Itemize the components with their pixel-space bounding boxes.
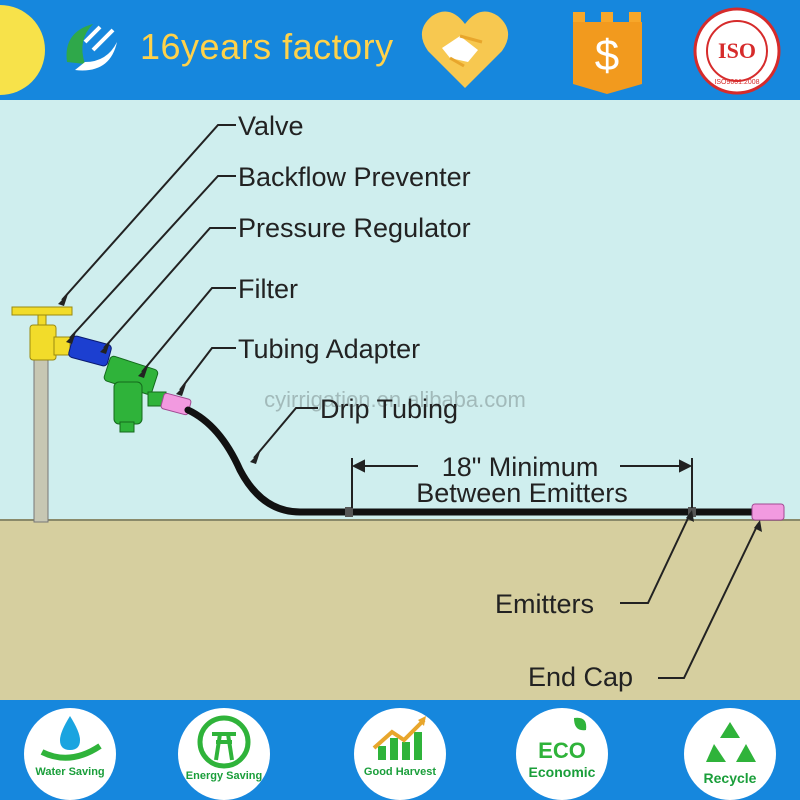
label-valve: Valve: [238, 111, 304, 141]
drip-tubing: [184, 406, 774, 516]
leader-arrowheads: [58, 294, 762, 532]
company-logo-icon: [66, 24, 117, 71]
emitter: [345, 507, 353, 517]
valve-component: [11, 306, 73, 361]
drip-irrigation-diagram: cyirrigation.en.alibaba.com: [0, 100, 800, 700]
badge-economic: ECO Economic: [516, 708, 608, 800]
dollar-symbol: $: [595, 31, 619, 80]
badge-label: Good Harvest: [363, 766, 437, 778]
badge-recycle: Recycle: [684, 708, 776, 800]
label-between-emitters: Between Emitters: [416, 478, 628, 508]
label-drip-tubing: Drip Tubing: [320, 394, 458, 424]
money-bag-icon: $: [573, 12, 642, 94]
label-minimum-spacing: 18" Minimum: [442, 452, 599, 482]
sky-area: [0, 100, 800, 520]
label-pressure-regulator: Pressure Regulator: [238, 213, 471, 243]
badge-water-saving: Water Saving: [24, 708, 116, 800]
iso-certification: ISO9001:2008: [714, 79, 759, 86]
leader-lines: [61, 124, 759, 679]
recycle-icon: [706, 722, 756, 762]
backflow-preventer-component: [68, 335, 112, 367]
benefits-footer: Water Saving Energy Saving Good Harvest …: [0, 700, 800, 800]
badge-label: Recycle: [703, 770, 757, 786]
badge-energy-saving: Energy Saving: [178, 708, 270, 800]
handshake-heart-icon: [421, 11, 509, 88]
eco-text: ECO: [538, 738, 586, 763]
top-banner: 16years factory $ ISO ISO9001:2008: [0, 0, 800, 100]
water-drop-icon: [40, 716, 102, 761]
badge-good-harvest: Good Harvest: [354, 708, 446, 800]
growth-chart-icon: [372, 716, 426, 760]
label-emitters: Emitters: [495, 589, 594, 619]
label-tubing-adapter: Tubing Adapter: [238, 334, 420, 364]
badge-label: Economic: [528, 764, 596, 780]
label-end-cap: End Cap: [528, 662, 633, 692]
end-cap-component: [751, 503, 785, 521]
riser-pipe: [33, 354, 49, 523]
label-backflow-preventer: Backflow Preventer: [238, 162, 471, 192]
badge-label: Water Saving: [35, 766, 105, 778]
spacing-dimension: [351, 458, 693, 508]
sun-decoration: [0, 5, 45, 95]
ground-area: [0, 520, 800, 700]
label-filter: Filter: [238, 274, 298, 304]
banner-title: 16years factory: [140, 26, 394, 67]
iso-seal-icon: ISO ISO9001:2008: [693, 7, 781, 95]
eco-leaf-icon: ECO: [538, 717, 587, 763]
energy-pylon-icon: [197, 715, 251, 769]
iso-text: ISO: [718, 38, 756, 63]
badge-label: Energy Saving: [185, 770, 263, 782]
